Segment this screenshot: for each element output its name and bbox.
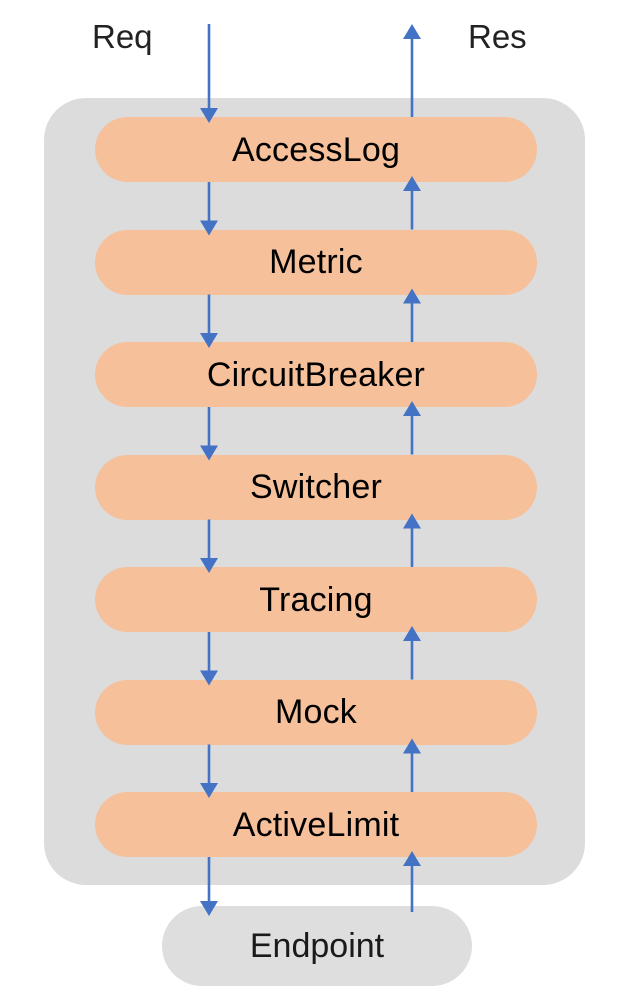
middleware-label: CircuitBreaker [206,355,426,394]
middleware-label: Switcher [250,468,382,506]
middleware-box-tracing[interactable]: Tracing [95,567,537,632]
middleware-label: AccessLog [231,130,401,169]
middleware-box-activelimit[interactable]: ActiveLimit [95,792,537,857]
middleware-box-accesslog[interactable]: AccessLog [95,117,537,182]
request-label: Req [92,18,153,55]
middleware-label: ActiveLimit [232,805,400,844]
middleware-box-circuitbreaker[interactable]: CircuitBreaker [95,342,537,407]
middleware-label: Mock [274,693,358,731]
middleware-label: Metric [269,243,363,281]
middleware-box-mock[interactable]: Mock [95,679,537,745]
middleware-label: Tracing [259,580,373,619]
middleware-box-metric[interactable]: Metric [95,229,537,295]
response-label: Res [468,18,527,55]
endpoint-label: Endpoint [249,927,385,965]
middleware-box-switcher[interactable]: Switcher [95,454,537,520]
endpoint-box[interactable]: Endpoint [162,906,472,986]
